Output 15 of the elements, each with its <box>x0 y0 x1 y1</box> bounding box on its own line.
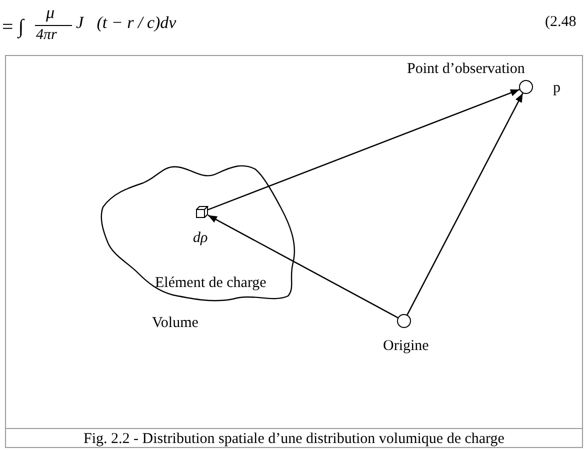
equation-text: = ∫ <box>2 17 24 37</box>
caption: Fig. 2.2 - Distribution spatiale d’une distribution volumique de charge <box>82 432 506 447</box>
equation-number: (2.48 <box>545 15 576 30</box>
equation-text: J⃗(t − r / c)dv <box>76 14 176 31</box>
arrow <box>208 88 520 210</box>
equation-text: μ <box>46 4 55 21</box>
point-label: Point d’observation <box>407 62 525 77</box>
arrow <box>406 92 524 316</box>
point-label: p <box>553 81 560 96</box>
differential-charge-label: dρ <box>193 231 208 246</box>
point-label: Origine <box>383 339 429 354</box>
volume-label: Volume <box>152 316 198 331</box>
element-label: Elément de charge <box>155 276 266 291</box>
arrow <box>208 214 398 318</box>
equation-text: 4πr <box>36 28 57 43</box>
